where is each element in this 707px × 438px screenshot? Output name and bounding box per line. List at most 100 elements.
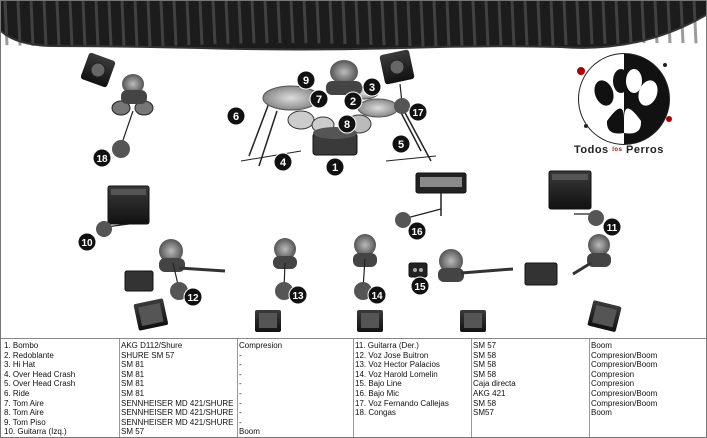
guitar-amp-left — [107, 185, 150, 225]
left-mic-cell: SENNHEISER MD 421/SHURE — [121, 408, 234, 418]
svg-text:14: 14 — [371, 291, 383, 302]
svg-text:2: 2 — [350, 96, 356, 108]
marker-13: 13 — [288, 285, 308, 305]
logo-wordmark: Todos los Perros — [574, 144, 694, 156]
drum-vocal-mic — [394, 98, 410, 114]
marker-12: 12 — [183, 287, 203, 307]
svg-text:13: 13 — [292, 291, 304, 302]
svg-text:6: 6 — [233, 111, 239, 123]
band-logo — [577, 53, 672, 145]
right-channel-cell: 13. Voz Hector Palacios — [355, 360, 440, 370]
marker-18: 18 — [92, 148, 112, 168]
svg-text:17: 17 — [412, 108, 424, 119]
left-stand-cell: - — [239, 379, 242, 389]
left-mic-cell: SM 57 — [121, 427, 145, 437]
right-stand-cell: Compresion/Boom — [591, 388, 658, 398]
marker-11: 11 — [602, 217, 622, 237]
left-mic-cell: AKG D112/Shure — [121, 341, 183, 350]
marker-14: 14 — [367, 285, 387, 305]
left-channel-cell: 3. Hi Hat — [4, 360, 36, 370]
bassist — [395, 208, 514, 282]
left-channel-cell: 1. Bombo — [4, 341, 39, 350]
right-mic-cell: SM 58 — [473, 350, 497, 360]
marker-16: 16 — [407, 221, 427, 241]
bass-amp-head — [415, 172, 467, 216]
drum-kit — [240, 60, 437, 167]
marker-2: 2 — [343, 91, 363, 111]
left-channel-cell: 2. Redoblante — [4, 350, 54, 360]
marker-15: 15 — [410, 276, 430, 296]
right-stand-cell: Boom — [591, 341, 612, 350]
stand-column-left: Compresion--------Boom — [239, 341, 282, 437]
svg-text:1: 1 — [332, 162, 338, 174]
left-stand-cell: - — [239, 408, 242, 418]
left-stand-cell: - — [239, 417, 242, 427]
marker-4: 4 — [273, 152, 293, 172]
left-mic-cell: SM 81 — [121, 388, 145, 398]
left-stand-cell: - — [239, 360, 242, 370]
marker-5: 5 — [391, 134, 411, 154]
svg-text:15: 15 — [414, 282, 426, 293]
left-mic-cell: SHURE SM 57 — [121, 350, 175, 360]
svg-text:11: 11 — [607, 223, 618, 234]
left-mic-cell: SM 81 — [121, 360, 145, 370]
guitar-mic-left — [96, 221, 112, 237]
left-channel-cell: 4. Over Head Crash — [4, 369, 76, 379]
right-mic-cell: SM 58 — [473, 360, 497, 370]
marker-17: 17 — [408, 102, 428, 122]
right-mic-cell: SM57 — [473, 408, 494, 418]
left-mic-cell: SM 81 — [121, 379, 145, 389]
conga-player — [80, 52, 154, 158]
svg-text:7: 7 — [316, 94, 322, 106]
svg-text:4: 4 — [280, 157, 287, 169]
right-channel-cell: 18. Congas — [355, 408, 396, 418]
guitarist-left — [124, 239, 226, 300]
vocalist-center-right — [353, 234, 377, 300]
right-channel-cell: 15. Bajo Line — [355, 379, 402, 389]
right-channel-cell: 11. Guitarra (Der.) — [355, 341, 419, 350]
right-mic-cell: SM 58 — [473, 398, 497, 408]
svg-text:18: 18 — [96, 154, 108, 165]
marker-9: 9 — [296, 70, 316, 90]
marker-3: 3 — [362, 77, 382, 97]
left-stand-cell: - — [239, 398, 242, 408]
svg-text:10: 10 — [81, 238, 93, 249]
marker-1: 1 — [325, 157, 345, 177]
left-channel-cell: 8. Tom Aire — [4, 408, 44, 418]
right-mic-cell: SM 58 — [473, 369, 497, 379]
left-mic-cell: SENNHEISER MD 421/SHURE — [121, 398, 234, 408]
left-stand-cell: - — [239, 388, 242, 398]
left-channel-cell: 7. Tom Aire — [4, 398, 44, 408]
right-stand-cell: Compresion — [591, 369, 635, 379]
right-stand-cell: Compresion/Boom — [591, 360, 658, 370]
right-mic-cell: AKG 421 — [473, 388, 506, 398]
left-stand-cell: - — [239, 369, 242, 379]
right-stand-cell: Compresion/Boom — [591, 398, 658, 408]
right-stand-cell: Boom — [591, 408, 612, 418]
left-channel-cell: 6. Ride — [4, 388, 30, 398]
left-stand-cell: Boom — [239, 427, 260, 437]
right-stand-cell: Compresion — [591, 379, 635, 389]
right-channel-cell: 12. Voz Jose Buitron — [355, 350, 429, 360]
logo-word-1: Todos — [574, 144, 609, 156]
marker-8: 8 — [337, 114, 357, 134]
left-channel-cell: 9. Tom Piso — [4, 417, 46, 427]
svg-text:3: 3 — [369, 82, 375, 94]
marker-6: 6 — [226, 106, 246, 126]
stage-curtain — [1, 1, 706, 51]
logo-word-3: Perros — [625, 144, 664, 156]
guitar-amp-right — [548, 170, 592, 210]
guitarist-right — [524, 210, 611, 286]
vocalist-center-left — [273, 238, 297, 300]
right-mic-cell: SM 57 — [473, 341, 497, 350]
right-stand-cell: Compresion/Boom — [591, 350, 658, 360]
svg-text:12: 12 — [187, 293, 199, 304]
marker-10: 10 — [77, 232, 97, 252]
